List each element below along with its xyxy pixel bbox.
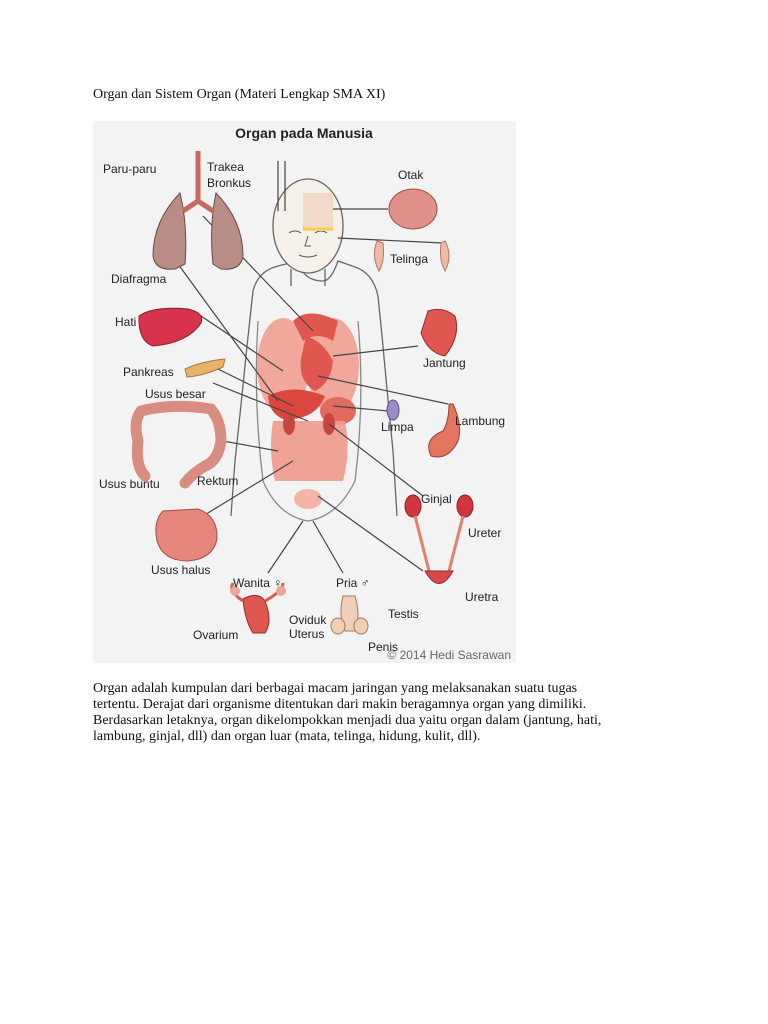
organ-diagram: Organ pada Manusia	[99, 125, 511, 662]
liver-organ	[138, 307, 203, 347]
male-reproductive-organ	[330, 595, 369, 635]
label-usus-halus: Usus halus	[151, 563, 210, 577]
label-uterus: Uterus	[289, 627, 324, 641]
paragraph-line: Organ adalah kumpulan dari berbagai maca…	[93, 681, 578, 696]
label-pankreas: Pankreas	[123, 365, 174, 379]
urinary-organ	[404, 494, 474, 584]
paragraph-line: Berdasarkan letaknya, organ dikelompokka…	[93, 713, 602, 728]
paragraph-line: tertentu. Derajat dari organisme ditentu…	[93, 697, 587, 712]
body-intestine	[270, 421, 348, 481]
small-intestine-organ	[155, 508, 218, 562]
internal-organs	[257, 313, 359, 509]
paragraph-line: lambung, ginjal, dll) dan organ luar (ma…	[93, 729, 481, 744]
body-bladder	[294, 489, 322, 509]
pancreas-organ	[184, 358, 226, 378]
ear-organ-right	[440, 240, 450, 273]
body-liver	[268, 389, 325, 420]
label-ginjal: Ginjal	[421, 492, 452, 506]
label-paru-paru: Paru-paru	[103, 162, 156, 176]
body-paragraph: Organ adalah kumpulan dari berbagai maca…	[93, 681, 673, 745]
label-pria: Pria ♂	[336, 576, 370, 590]
brain-organ	[388, 188, 438, 230]
face	[288, 193, 333, 258]
label-wanita: Wanita ♀	[233, 576, 282, 590]
large-intestine-organ	[130, 400, 227, 489]
label-testis: Testis	[388, 607, 419, 621]
document-title: Organ dan Sistem Organ (Materi Lengkap S…	[93, 87, 386, 102]
label-ureter: Ureter	[468, 526, 501, 540]
label-usus-besar: Usus besar	[145, 387, 206, 401]
label-uretra: Uretra	[465, 590, 499, 604]
female-reproductive-organ	[230, 582, 286, 634]
body-lung-right	[307, 318, 359, 414]
body-aorta	[293, 313, 338, 341]
label-diafragma: Diafragma	[111, 272, 167, 286]
label-usus-buntu: Usus buntu	[99, 477, 160, 491]
label-trakea: Trakea	[207, 160, 244, 174]
label-hati: Hati	[115, 315, 136, 329]
organ-diagram-figure: Organ pada Manusia	[93, 121, 516, 663]
label-bronkus: Bronkus	[207, 176, 251, 190]
label-penis: Penis	[368, 640, 398, 654]
label-oviduk: Oviduk	[289, 613, 327, 627]
heart-organ	[420, 308, 458, 357]
figure-copyright: © 2014 Hedi Sasrawan	[387, 648, 511, 662]
label-lambung: Lambung	[455, 414, 505, 428]
label-telinga: Telinga	[390, 252, 428, 266]
label-limpa: Limpa	[381, 420, 414, 434]
label-jantung: Jantung	[423, 356, 466, 370]
spleen-organ	[386, 399, 400, 421]
stomach-organ	[428, 403, 461, 458]
lungs-organ	[152, 151, 244, 270]
label-otak: Otak	[398, 168, 424, 182]
figure-title: Organ pada Manusia	[235, 125, 373, 141]
label-ovarium: Ovarium	[193, 628, 238, 642]
body-kidney-left	[283, 413, 295, 435]
label-rektum: Rektum	[197, 474, 238, 488]
ear-organ-left	[373, 240, 384, 273]
